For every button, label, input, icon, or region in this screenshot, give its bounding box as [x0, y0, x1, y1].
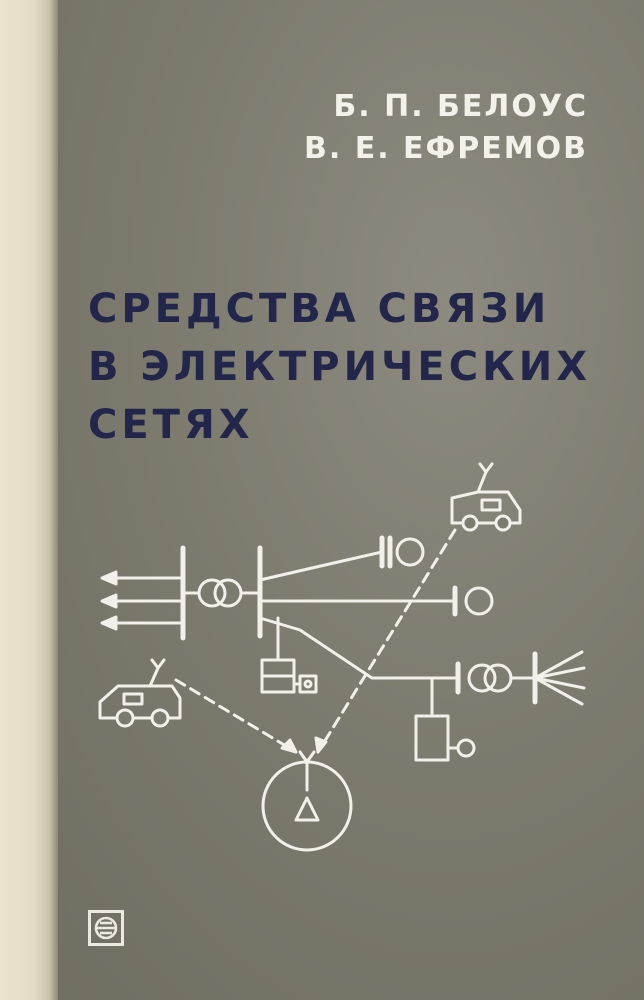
publisher-logo-icon — [88, 910, 124, 946]
radio-link-dashed-2 — [316, 528, 457, 754]
author-1: Б. П. БЕЛОУС — [333, 89, 588, 124]
base-station-icon — [261, 750, 353, 852]
radio-link-dashed — [174, 678, 298, 754]
title-line-2: В ЭЛЕКТРИЧЕСКИХ — [88, 344, 592, 390]
vehicle-icon-bottom — [98, 658, 182, 728]
author-2: В. Е. ЕФРЕМОВ — [304, 131, 588, 166]
vehicle-icon-top — [450, 462, 522, 532]
book-spine — [0, 0, 58, 1000]
output-arrows — [100, 570, 185, 631]
transformer-icon — [197, 578, 227, 608]
book-title: СРЕДСТВА СВЯЗИ В ЭЛЕКТРИЧЕСКИХ СЕТЯХ — [88, 280, 591, 454]
load-circle-icon-2 — [464, 586, 494, 616]
authors: Б. П. БЕЛОУС В. Е. ЕФРЕМОВ — [304, 86, 588, 170]
load-circle-icon — [395, 537, 425, 567]
title-line-3: СЕТЯХ — [88, 402, 254, 448]
title-line-1: СРЕДСТВА СВЯЗИ — [88, 286, 551, 332]
equipment-box-icon-2 — [414, 714, 450, 762]
transformer-icon-2 — [467, 663, 497, 693]
